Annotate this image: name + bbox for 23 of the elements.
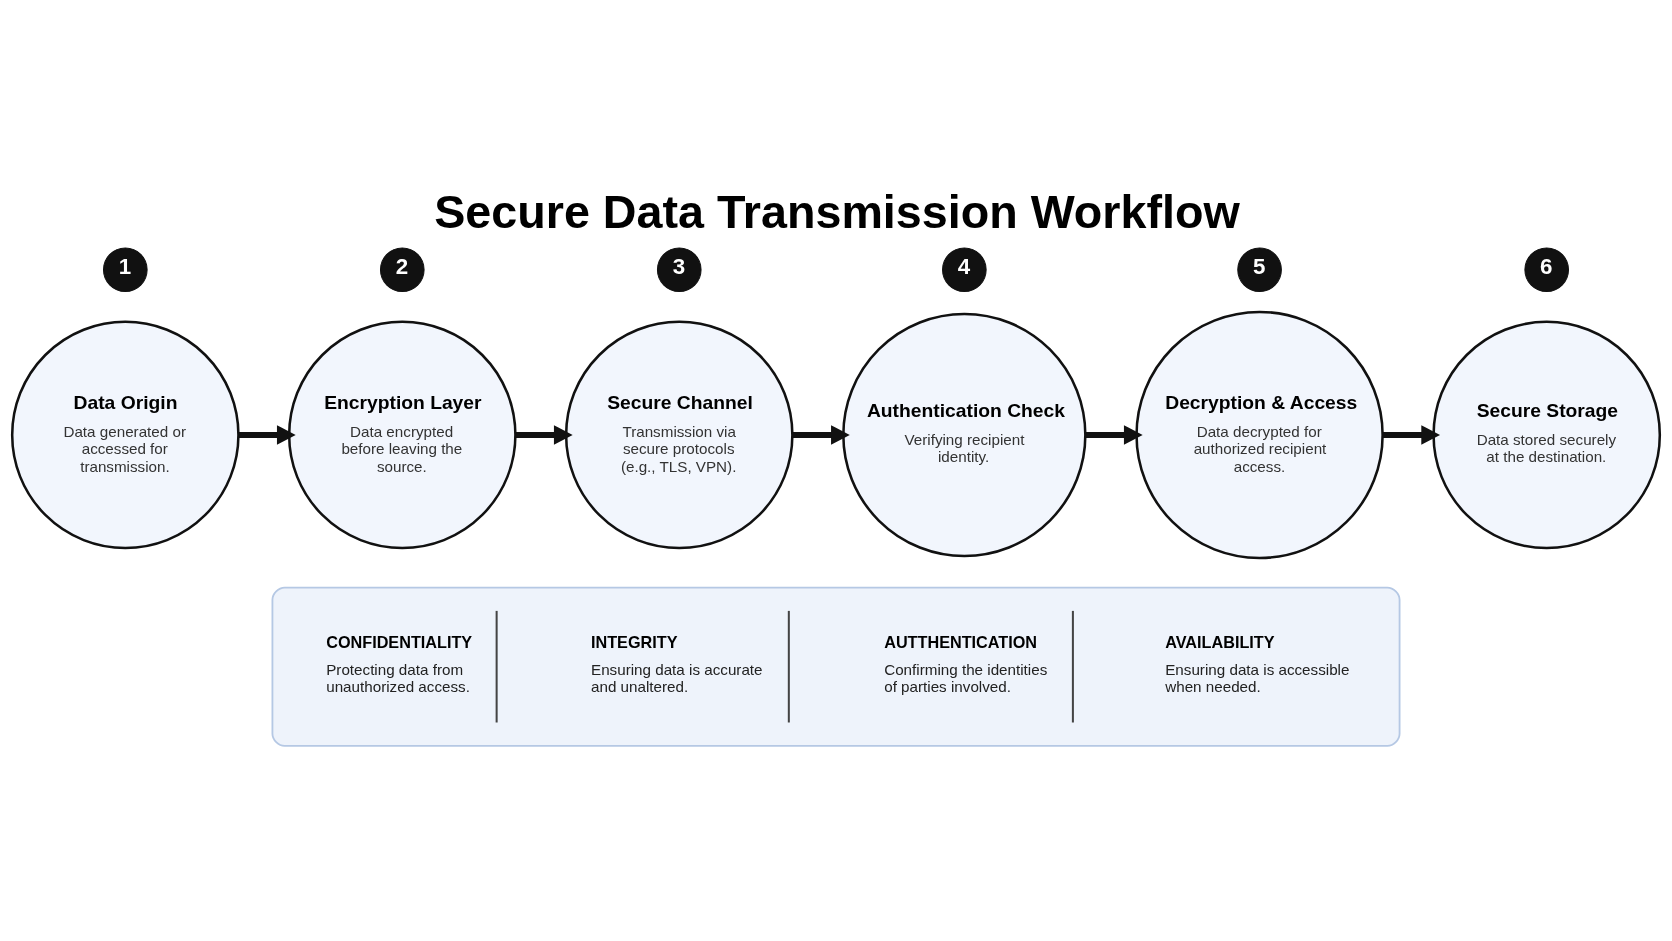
node-label: 5	[1252, 253, 1266, 279]
node-label: 1	[118, 253, 132, 279]
arrow	[792, 424, 850, 445]
node-label: 4	[957, 253, 971, 279]
node-text: INTEGRITY Ensuring data is accurate and unaltered.	[590, 632, 763, 695]
node-circle: Data Origin Data generated or accessed for transmission.	[10, 320, 240, 549]
node-text: AVAILABILITY Ensuring data is accessible when needed.	[1165, 632, 1350, 695]
node-circle: Encryption Layer Data encrypted before leaving the source.	[287, 320, 517, 549]
arrow	[515, 424, 573, 445]
node-label: 6	[1540, 253, 1553, 279]
arrow	[1382, 424, 1441, 445]
node-circle: Authentication Check Verifying recipient identity.	[842, 312, 1087, 557]
arrow	[1085, 424, 1143, 445]
node-circle: Secure Storage Data stored securely at the destination.	[1432, 320, 1662, 549]
node-circle: Secure Channel Transmission via secure protocols (e.g., TLS, VPN).	[564, 320, 794, 549]
node-label: 2	[395, 253, 409, 279]
node-text: CONFIDENTIALITY Protecting data from unauthorized access.	[326, 632, 473, 695]
node-circle: Decryption & Access Data decrypted for authorized recipient access.	[1135, 310, 1384, 559]
node-text: AUTTHENTICATION Confirming the identities of parties involved.	[884, 632, 1048, 695]
arrow	[238, 424, 296, 445]
diagram-title: Secure Data Transmission Workflow	[434, 185, 1240, 238]
node-label: 3	[672, 253, 686, 279]
cluster	[271, 586, 1401, 747]
